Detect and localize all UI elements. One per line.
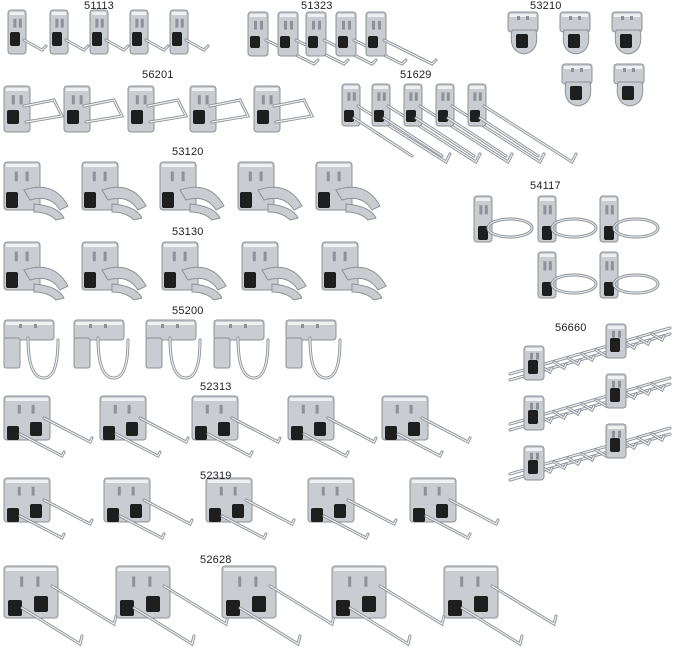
code-label-51113: 51113 [84,0,114,12]
hook-item-53210-3 [611,11,643,55]
hook-item-53120-2 [81,161,147,221]
hook-item-52313-2 [99,395,190,459]
hook-item-53130-4 [241,241,307,301]
hook-item-55200-3 [145,319,202,380]
hook-item-54117-5 [599,251,660,299]
hook-item-55200-4 [213,319,270,380]
hook-item-51629-5 [467,83,578,165]
code-label-56201: 56201 [142,69,174,81]
hook-item-56660-2 [508,373,672,432]
hook-item-55200-2 [73,319,130,380]
hook-item-53120-3 [159,161,225,221]
hook-item-51629-2 [371,83,482,165]
code-label-52319: 52319 [200,470,232,482]
hook-item-52628-2 [115,565,230,647]
hook-item-53210-4 [561,63,593,107]
code-label-53210: 53210 [530,0,562,12]
hook-item-52313-4 [287,395,378,459]
hook-item-56201-4 [189,85,251,133]
hook-item-55200-5 [285,319,342,380]
code-label-52313: 52313 [200,381,232,393]
hook-item-52313-5 [381,395,472,459]
hook-item-51113-2 [49,9,90,55]
hook-item-51323-5 [365,11,438,66]
hook-item-52319-5 [409,477,500,541]
hook-item-53120-5 [315,161,381,221]
hook-item-53210-1 [507,11,539,55]
hook-item-52319-4 [307,477,398,541]
hook-item-53210-5 [613,63,645,107]
hook-item-54117-2 [537,195,598,243]
hook-item-52628-4 [331,565,446,647]
hook-item-56201-3 [127,85,189,133]
hook-item-52319-2 [103,477,194,541]
hook-item-55200-1 [3,319,60,380]
hook-item-52313-1 [3,395,94,459]
hook-item-52319-3 [205,477,296,541]
hook-item-53120-1 [3,161,69,221]
hook-item-51113-4 [129,9,170,55]
hook-item-52628-3 [221,565,336,647]
code-label-51323: 51323 [301,0,333,12]
hook-item-52628-5 [443,565,558,647]
hook-item-52313-3 [191,395,282,459]
hook-item-56660-3 [508,423,672,482]
hook-item-56660-1 [508,323,672,382]
hook-item-53130-3 [161,241,227,301]
code-label-54117: 54117 [530,180,561,192]
code-label-53130: 53130 [172,226,204,238]
hook-item-54117-1 [473,195,534,243]
hook-item-56201-1 [3,85,65,133]
code-label-51629: 51629 [400,69,432,81]
hook-item-53130-2 [81,241,147,301]
hook-item-51113-3 [89,9,130,55]
hook-item-51323-1 [247,11,320,66]
code-label-52628: 52628 [200,554,232,566]
code-label-56660: 56660 [555,322,587,334]
hook-item-54117-3 [599,195,660,243]
hook-item-52628-1 [3,565,118,647]
hook-item-53210-2 [559,11,591,55]
hook-item-54117-4 [537,251,598,299]
hook-item-53120-4 [237,161,303,221]
hook-item-53130-5 [321,241,387,301]
code-label-55200: 55200 [172,305,204,317]
hook-item-52319-1 [3,477,94,541]
code-label-53120: 53120 [172,146,204,158]
hook-item-53130-1 [3,241,69,301]
hook-item-51113-1 [7,9,48,55]
hook-item-56201-5 [253,85,315,133]
hook-item-51113-5 [169,9,210,55]
hook-item-56201-2 [63,85,125,133]
